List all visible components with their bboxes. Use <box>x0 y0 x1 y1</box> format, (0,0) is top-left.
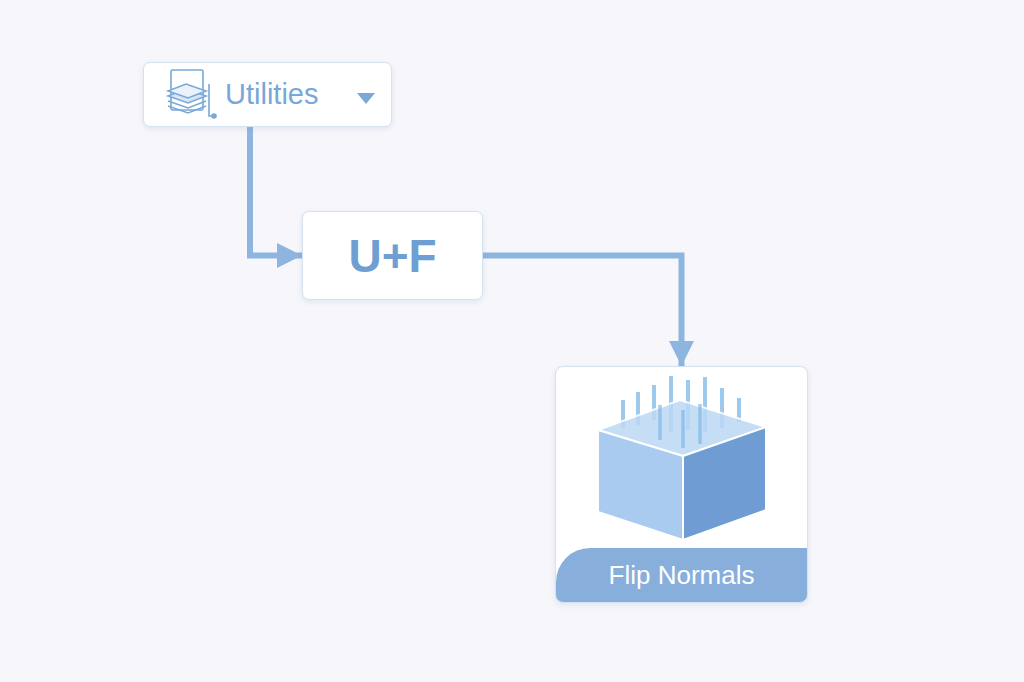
menu-label: Utilities <box>225 78 318 111</box>
shortcut-box: U+F <box>302 211 483 300</box>
normal-bars <box>623 376 739 432</box>
utilities-icon <box>168 70 216 118</box>
flow-arrow <box>250 127 302 256</box>
shortcut-key: U+F <box>348 229 436 283</box>
dropdown-caret <box>357 93 375 104</box>
flow-arrow <box>483 256 682 367</box>
command-band: Flip Normals <box>556 548 807 602</box>
cube-illustration <box>598 376 766 540</box>
dropdown-box: Utilities <box>143 62 392 127</box>
command-card: Flip Normals <box>555 366 808 603</box>
command-name: Flip Normals <box>609 560 755 591</box>
